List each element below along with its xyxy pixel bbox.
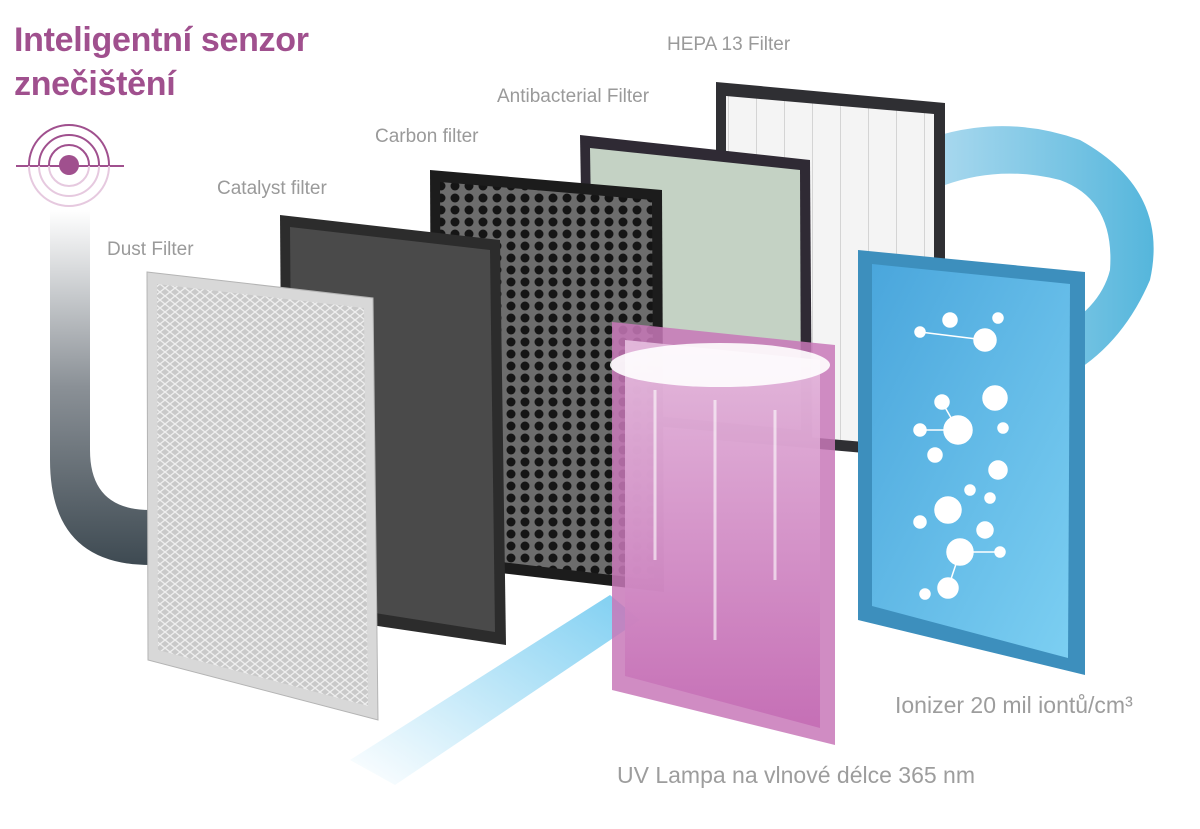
label-carbon: Carbon filter (375, 126, 479, 147)
airflow-arc-right (940, 126, 1154, 380)
title-line-2: znečištění (14, 65, 176, 103)
uv-lamp-panel (610, 322, 835, 745)
ionizer-panel (858, 250, 1085, 675)
page-title: Inteligentní senzor znečištění (14, 18, 309, 106)
dust-filter (146, 271, 379, 721)
title-line-1: Inteligentní senzor (14, 21, 309, 59)
sensor-waves-icon (16, 124, 124, 207)
label-dust: Dust Filter (107, 239, 194, 260)
label-antibacterial: Antibacterial Filter (497, 86, 650, 107)
label-catalyst: Catalyst filter (217, 178, 327, 199)
label-hepa: HEPA 13 Filter (667, 34, 791, 55)
label-uv: UV Lampa na vlnové délce 365 nm (617, 762, 975, 788)
uv-light-beam (350, 595, 640, 785)
label-ionizer: Ionizer 20 mil iontů/cm³ (895, 692, 1133, 718)
